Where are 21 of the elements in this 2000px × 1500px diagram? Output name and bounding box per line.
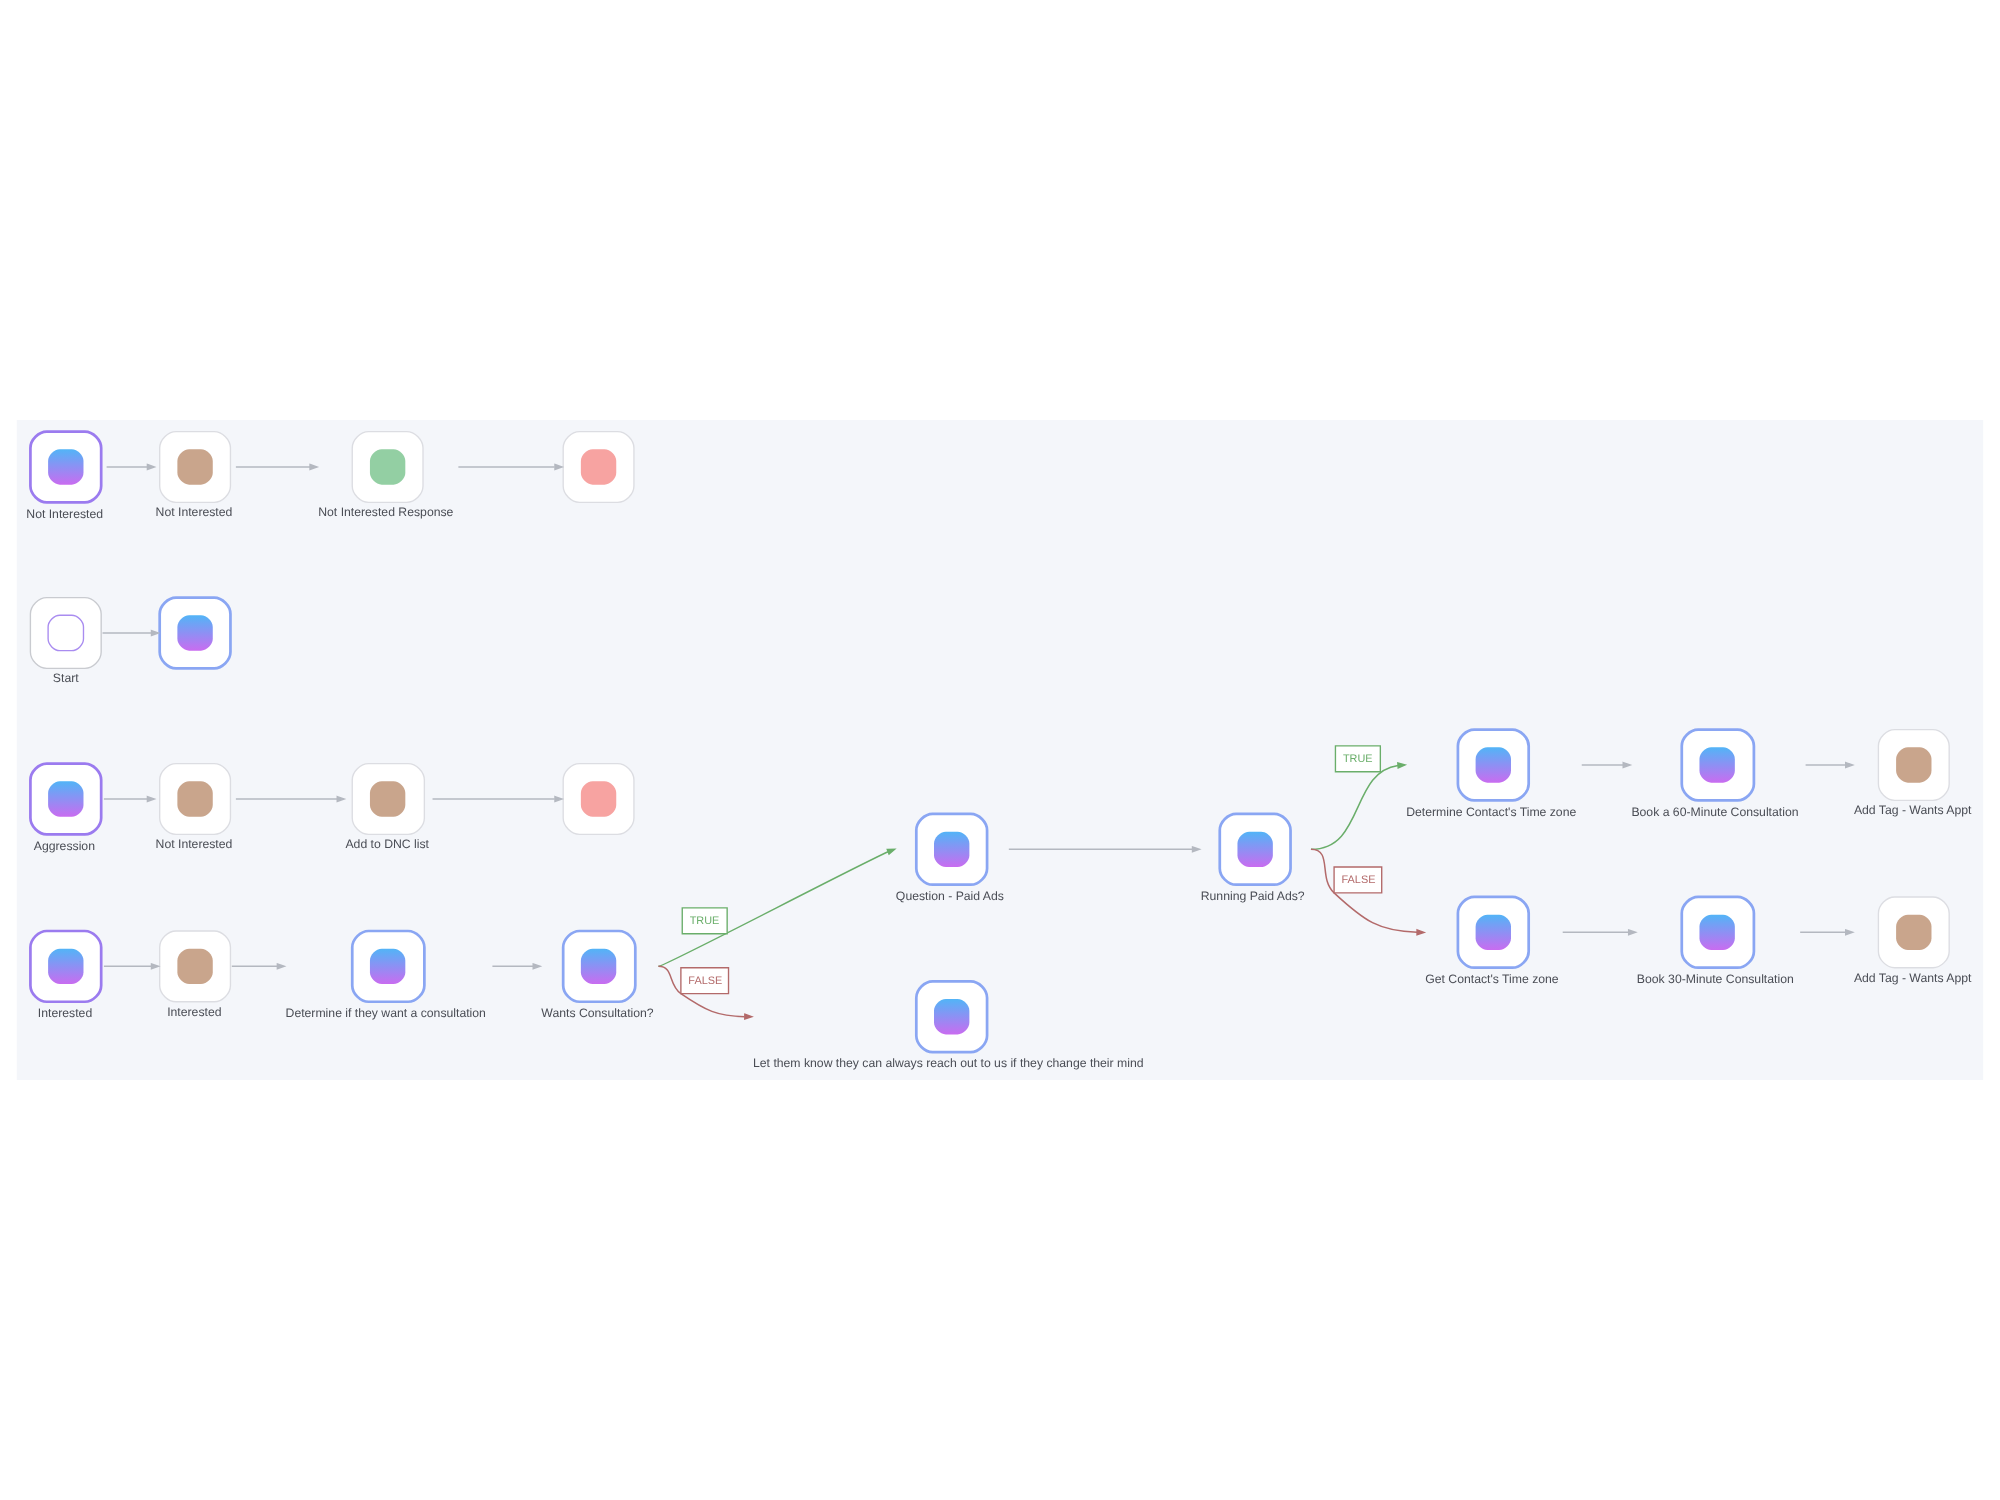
arrow	[1799, 928, 1855, 936]
arrow	[235, 795, 347, 803]
arrow	[235, 463, 320, 471]
arrow	[457, 463, 565, 471]
node-box	[158, 596, 232, 670]
arrow	[431, 795, 565, 803]
arrow	[231, 962, 287, 970]
arrow	[657, 848, 897, 968]
node-box	[562, 430, 635, 503]
node-box	[562, 762, 635, 836]
arrow	[1310, 848, 1427, 936]
arrow	[103, 795, 157, 803]
arrow	[1581, 761, 1633, 769]
arrow	[1008, 845, 1202, 853]
arrow	[1804, 761, 1855, 769]
arrow	[103, 962, 161, 970]
arrow	[101, 629, 161, 637]
arrow	[491, 962, 543, 970]
arrow	[1310, 762, 1408, 851]
arrow	[105, 463, 157, 471]
arrow	[1561, 928, 1638, 936]
